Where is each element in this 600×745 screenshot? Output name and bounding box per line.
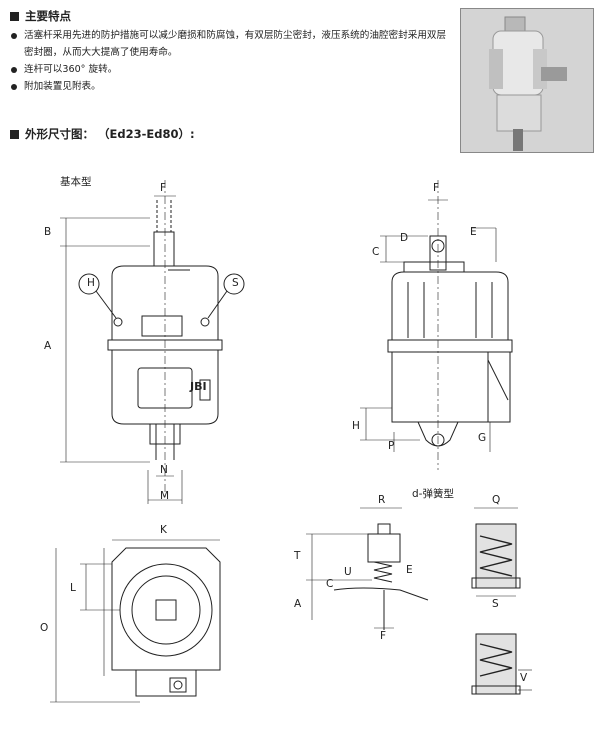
list-item: 活塞杆采用先进的防护措施可以减少磨损和防腐蚀，有双层防尘密封，液压系统的油腔密封… bbox=[10, 27, 450, 61]
spring-section-view bbox=[471, 507, 521, 597]
list-item: 附加装置见附表。 bbox=[10, 78, 450, 95]
dim-A-spring: A bbox=[294, 598, 302, 610]
dim-F-spring: F bbox=[380, 630, 387, 642]
nameplate-text: JBI bbox=[190, 380, 207, 393]
spring-mount-view bbox=[306, 507, 429, 630]
square-bullet-icon bbox=[10, 129, 19, 139]
square-bullet-icon bbox=[10, 11, 19, 21]
basic-front-view bbox=[60, 180, 245, 504]
product-photo bbox=[460, 8, 594, 153]
dim-G: G bbox=[478, 432, 487, 444]
dim-U: U bbox=[344, 566, 352, 578]
dim-F-side: F bbox=[433, 182, 440, 194]
callout-H: H bbox=[87, 277, 95, 289]
dim-E-spring: E bbox=[406, 564, 413, 576]
bottom-view bbox=[50, 539, 221, 703]
spring-section-view-lower bbox=[471, 633, 532, 695]
dim-R: R bbox=[378, 494, 386, 506]
features-heading: 主要特点 bbox=[10, 8, 71, 24]
list-item: 连杆可以360° 旋转。 bbox=[10, 61, 450, 78]
dim-A: A bbox=[44, 340, 52, 352]
dim-M: M bbox=[160, 490, 170, 502]
dim-V: V bbox=[520, 672, 528, 684]
dim-C: C bbox=[372, 246, 380, 258]
basic-side-view bbox=[360, 180, 513, 470]
dimensions-heading: 外形尺寸图： （Ed23-Ed80）: bbox=[10, 126, 195, 142]
dim-T: T bbox=[294, 550, 301, 562]
dim-F: F bbox=[160, 182, 167, 194]
dim-L: L bbox=[70, 582, 76, 594]
dim-P: P bbox=[388, 440, 395, 452]
dim-K: K bbox=[160, 524, 167, 536]
basic-type-label: 基本型 bbox=[60, 176, 92, 188]
feature-list: 活塞杆采用先进的防护措施可以减少磨损和防腐蚀，有双层防尘密封，液压系统的油腔密封… bbox=[10, 27, 450, 95]
dim-S-spring: S bbox=[492, 598, 499, 610]
spring-type-label: d-弹簧型 bbox=[412, 488, 454, 500]
dim-C-spring: C bbox=[326, 578, 334, 590]
dim-Q: Q bbox=[492, 494, 501, 506]
dim-B: B bbox=[44, 226, 52, 238]
dim-E: E bbox=[470, 226, 477, 238]
dim-O: O bbox=[40, 622, 49, 634]
dim-D: D bbox=[400, 232, 409, 244]
callout-S: S bbox=[232, 277, 239, 289]
dim-N: N bbox=[160, 464, 168, 476]
dim-H: H bbox=[352, 420, 360, 432]
